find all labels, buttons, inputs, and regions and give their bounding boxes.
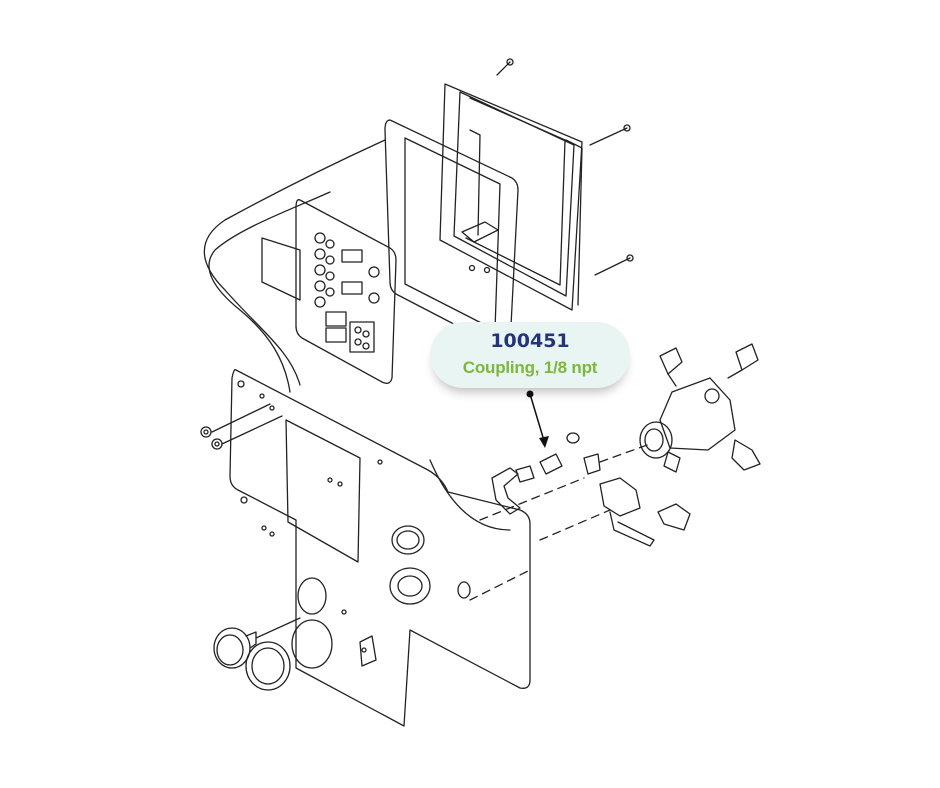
regulator-valve <box>639 343 761 473</box>
part-callout: 100451 Coupling, 1/8 npt <box>430 322 630 388</box>
mounting-plate <box>229 369 531 727</box>
washers <box>200 403 283 450</box>
part-description-label: Coupling, 1/8 npt <box>462 358 598 377</box>
callout-leader <box>526 390 549 448</box>
ball-valve <box>599 477 691 547</box>
enclosure-box <box>439 83 583 311</box>
pressure-gauge <box>213 617 301 669</box>
wire-harness <box>203 139 386 393</box>
nut <box>341 609 367 653</box>
screws <box>468 58 634 276</box>
ribbon-cable <box>261 237 301 301</box>
gasket-frame <box>384 119 519 351</box>
coupling-assembly <box>469 432 651 601</box>
bezel-ring <box>245 641 291 691</box>
control-faceplate <box>295 199 397 384</box>
part-number-label: 100451 <box>490 330 570 352</box>
